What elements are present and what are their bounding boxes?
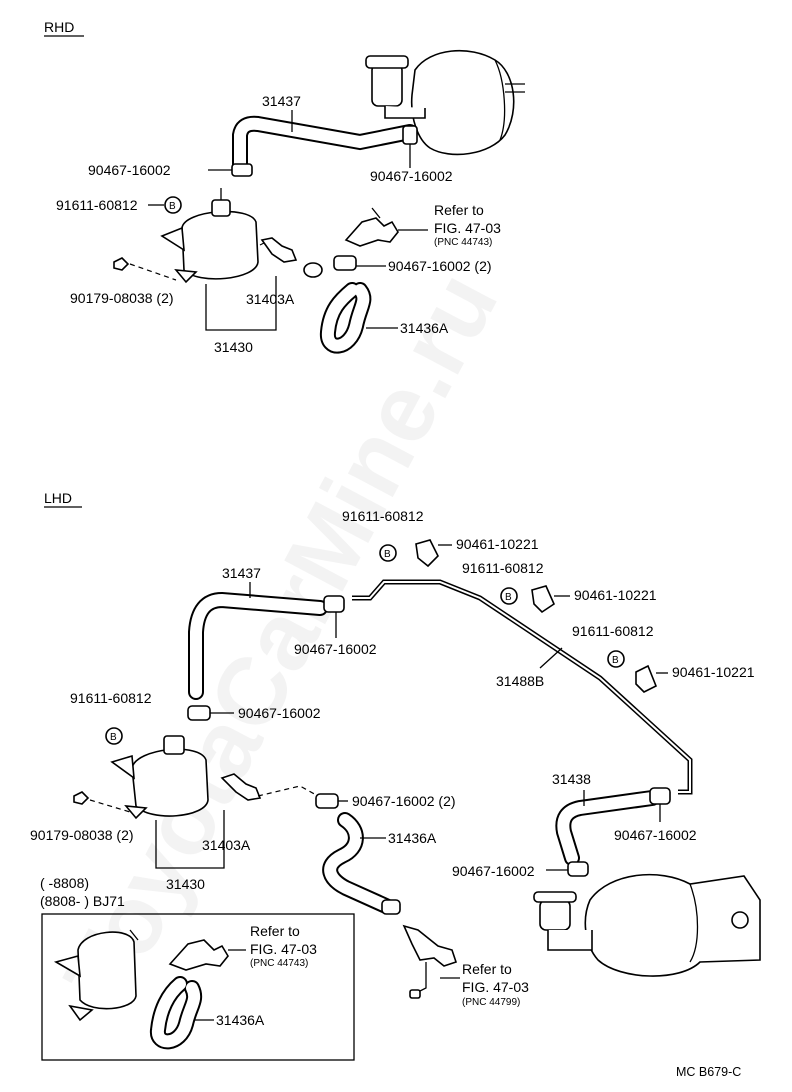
rhd-small-clamp [303, 262, 323, 278]
rhd-label-31430: 31430 [214, 339, 253, 355]
lhd-label-bracket-1: 90461-10221 [456, 536, 539, 552]
lhd-hose-31436a [322, 812, 394, 914]
lhd-pipe-31488b [352, 579, 693, 795]
rhd-vacuum-tank [160, 188, 259, 284]
lhd-refer-pnc: (PNC 44799) [462, 997, 520, 1008]
lhd-label-31430: 31430 [166, 876, 205, 892]
rhd-clamp-right [402, 125, 418, 145]
lhd-clamp-pair [315, 793, 339, 809]
rhd-valve-31403a [260, 237, 298, 263]
lhd-brake-booster [533, 873, 761, 977]
lhd-bolt-1-icon [379, 544, 397, 562]
lhd-bolt-left-letter: B [110, 732, 117, 743]
lhd-label-31488b: 31488B [496, 673, 544, 689]
lhd-label-clamp-pair: 90467-16002 (2) [352, 793, 456, 809]
rhd-nut [113, 257, 130, 271]
lhd-label-31436a: 31436A [388, 830, 437, 846]
inset-vacuum-tank [53, 929, 139, 1022]
lhd-label-bolt-1: 91611-60812 [342, 508, 424, 524]
footer-code: MC B679-C [676, 1065, 741, 1079]
lhd-leader-31488b [539, 647, 563, 669]
lhd-bracket-31430 [155, 810, 225, 869]
lhd-clamp-lower [567, 861, 589, 877]
rhd-label-nut: 90179-08038 (2) [70, 290, 174, 306]
rhd-refer-part [344, 207, 399, 247]
lhd-bolt-1-letter: B [384, 549, 391, 560]
rhd-hose-31436a [320, 282, 372, 354]
lhd-label-clamp-lower: 90467-16002 [452, 863, 535, 879]
rhd-bolt-b-icon [164, 196, 182, 214]
lhd-hose-31437 [188, 591, 328, 700]
rhd-label-clamp-right: 90467-16002 [370, 168, 453, 184]
rhd-label-bolt: 91611-60812 [56, 197, 138, 213]
lhd-refer-part [402, 924, 458, 999]
lhd-label-bolt-3: 91611-60812 [572, 623, 654, 639]
lhd-section-label: LHD [44, 490, 72, 506]
rhd-valve-dash [259, 241, 267, 246]
lhd-refer-line1: Refer to [462, 961, 512, 977]
lhd-bracket-2 [531, 585, 556, 614]
rhd-label-31403a: 31403A [246, 291, 295, 307]
lhd-bolt-3-icon [607, 650, 625, 668]
inset-range-line1: ( -8808) [40, 875, 89, 891]
inset-refer-line1: Refer to [250, 923, 300, 939]
lhd-bracket-3 [635, 664, 658, 693]
rhd-clamp-left [231, 163, 253, 177]
lhd-bolt-left-icon [105, 727, 123, 745]
lhd-valve-dash [257, 785, 319, 797]
rhd-refer-line1: Refer to [434, 202, 484, 218]
lhd-label-31438: 31438 [552, 771, 591, 787]
lhd-bolt-2-icon [500, 587, 518, 605]
lhd-label-31403a: 31403A [202, 837, 251, 853]
lhd-section: LHD 91611-60812 B 90461-10221 91611-6081… [30, 490, 761, 1061]
lhd-label-nut: 90179-08038 (2) [30, 827, 134, 843]
inset-refer-part [168, 939, 229, 971]
inset-refer-line2: FIG. 47-03 [250, 941, 317, 957]
inset-hose-31436a [150, 976, 203, 1050]
inset-box [41, 913, 355, 1061]
inset-range-line2: (8808- ) BJ71 [40, 893, 125, 909]
lhd-clamp-left [187, 705, 211, 721]
lhd-label-clamp-left: 90467-16002 [238, 705, 321, 721]
rhd-hose-31437 [232, 115, 418, 176]
rhd-brake-booster [365, 49, 525, 156]
lhd-bracket-1 [415, 539, 439, 568]
lhd-label-clamp-top: 90467-16002 [294, 641, 377, 657]
lhd-valve-31403a [220, 773, 262, 801]
rhd-refer-pnc: (PNC 44743) [434, 237, 492, 248]
lhd-vacuum-tank [110, 735, 209, 820]
lhd-label-bracket-3: 90461-10221 [672, 664, 755, 680]
lhd-nut [73, 791, 90, 805]
rhd-bolt-b-letter: B [169, 201, 176, 212]
lhd-label-31437: 31437 [222, 565, 261, 581]
lhd-hose-31438 [555, 790, 660, 866]
rhd-clamp-pair [333, 255, 357, 271]
lhd-label-bolt-left: 91611-60812 [70, 690, 152, 706]
rhd-label-clamp-left: 90467-16002 [88, 162, 171, 178]
inset-label-31436a: 31436A [216, 1012, 265, 1028]
rhd-refer-line2: FIG. 47-03 [434, 220, 501, 236]
lhd-nut-dash [89, 799, 131, 813]
lhd-clamp-right [649, 787, 671, 805]
rhd-label-31436a: 31436A [400, 320, 449, 336]
rhd-nut-dash [129, 263, 177, 281]
lhd-label-bracket-2: 90461-10221 [574, 587, 657, 603]
rhd-label-31437: 31437 [262, 93, 301, 109]
inset-refer-pnc: (PNC 44743) [250, 958, 308, 969]
rhd-section-label: RHD [44, 19, 74, 35]
lhd-label-bolt-2: 91611-60812 [462, 560, 544, 576]
lhd-label-clamp-right: 90467-16002 [614, 827, 697, 843]
lhd-bolt-2-letter: B [505, 592, 512, 603]
rhd-label-clamp-pair: 90467-16002 (2) [388, 258, 492, 274]
lhd-refer-line2: FIG. 47-03 [462, 979, 529, 995]
lhd-bolt-3-letter: B [612, 655, 619, 666]
lhd-clamp-top [323, 595, 345, 613]
lhd-clamp-hose-end [381, 899, 401, 915]
lhd-inset: ( -8808) (8808- ) BJ71 Refer to FIG. 47-… [40, 875, 355, 1061]
rhd-section: RHD 31437 90467-16002 90467-1600 [44, 19, 525, 355]
rhd-bracket-31430 [205, 276, 277, 331]
